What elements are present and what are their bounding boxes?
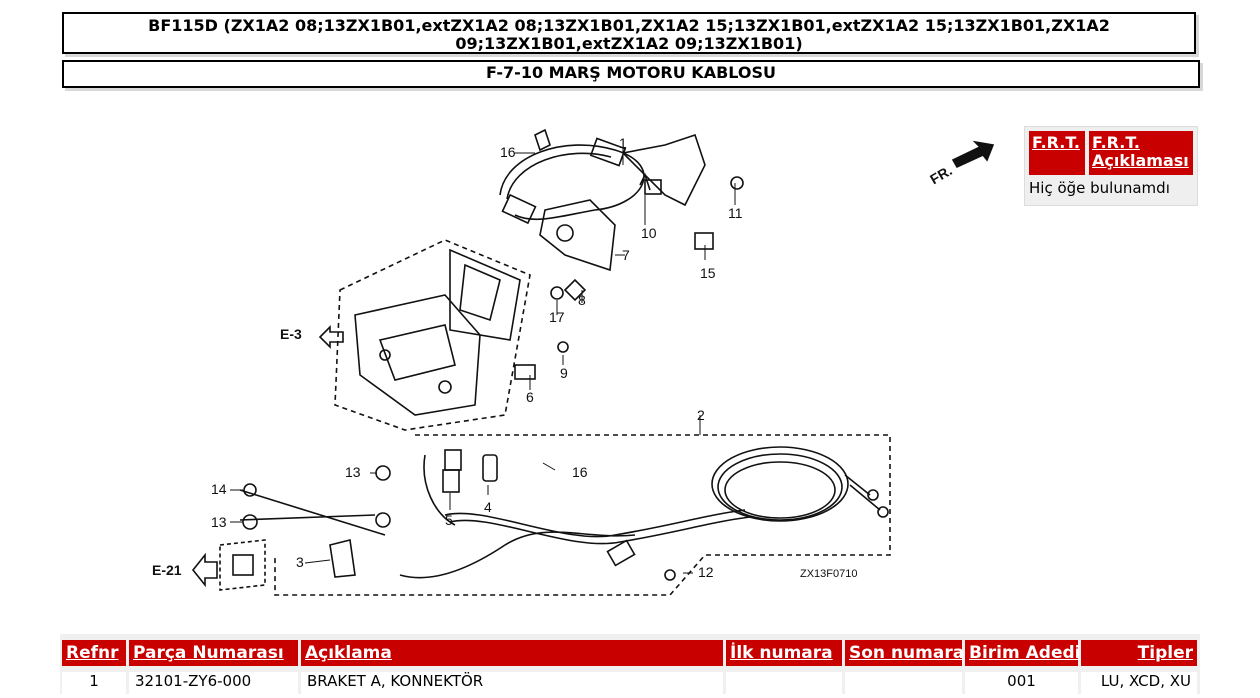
callout-3: 3: [296, 554, 304, 570]
col-header-types[interactable]: Tipler: [1081, 640, 1197, 666]
callout-9: 9: [560, 365, 568, 381]
callout-8: 8: [578, 292, 586, 308]
callout-11: 11: [728, 205, 743, 221]
harness-upper: [499, 128, 706, 272]
callout-13b: 13: [211, 514, 227, 530]
parts-table: Refnr Parça Numarası Açıklama İlk numara…: [60, 634, 1200, 698]
callout-5: 5: [445, 512, 453, 528]
callout-15: 15: [700, 265, 716, 281]
ref-e21: E-21: [152, 562, 182, 578]
cell-part-number[interactable]: 32101-ZY6-000: [129, 672, 298, 698]
cell-unit-qty: 001: [965, 672, 1078, 698]
section-title: F-7-10 MARŞ MOTORU KABLOSU: [62, 60, 1200, 88]
leader-lines: [230, 147, 736, 574]
col-header-part-number[interactable]: Parça Numarası: [129, 640, 298, 666]
callout-10: 10: [641, 225, 657, 241]
col-header-first-number[interactable]: İlk numara: [726, 640, 842, 666]
cell-description: BRAKET A, KONNEKTÖR: [301, 672, 723, 698]
model-title-line2: 09;13ZX1B01,extZX1A2 09;13ZX1B01): [455, 34, 803, 53]
col-header-refnr[interactable]: Refnr: [62, 640, 126, 666]
frt-desc-line1: F.R.T.: [1092, 133, 1140, 152]
parts-diagram: 16 1 11 10 7 15 8 17 9 6 2 16 13 14 13 5…: [152, 128, 995, 596]
cell-refnr: 1: [62, 672, 126, 698]
cell-first-number: [726, 672, 842, 698]
callout-13a: 13: [345, 464, 361, 480]
frt-header-link[interactable]: F.R.T.: [1029, 131, 1085, 175]
reference-arrows: [191, 140, 995, 588]
model-title-box: BF115D (ZX1A2 08;13ZX1B01,extZX1A2 08;13…: [62, 12, 1196, 54]
col-header-last-number[interactable]: Son numara: [845, 640, 964, 666]
frt-desc-line2: Açıklaması: [1092, 151, 1189, 170]
callout-labels: 16 1 11 10 7 15 8 17 9 6 2 16 13 14 13 5…: [152, 135, 955, 580]
callout-2: 2: [697, 407, 705, 423]
ref-fr: FR.: [927, 162, 955, 187]
callout-17: 17: [549, 309, 565, 325]
callout-7: 7: [622, 247, 630, 263]
diagram-code: ZX13F0710: [800, 568, 857, 580]
callout-16a: 16: [500, 144, 516, 160]
model-title-line1: BF115D (ZX1A2 08;13ZX1B01,extZX1A2 08;13…: [148, 16, 1110, 35]
callout-6: 6: [526, 389, 534, 405]
callout-12: 12: [698, 564, 714, 580]
bracket-assembly: [334, 176, 744, 431]
harness-lower: [219, 434, 891, 596]
col-header-description[interactable]: Açıklama: [301, 640, 723, 666]
frt-description-header-link[interactable]: F.R.T. Açıklaması: [1089, 131, 1193, 175]
cell-last-number: [845, 672, 962, 698]
col-header-unit-qty[interactable]: Birim Adedi: [965, 640, 1080, 666]
ref-e3: E-3: [280, 326, 302, 342]
cell-types: LU, XCD, XU: [1081, 672, 1197, 698]
callout-16b: 16: [572, 464, 588, 480]
callout-1: 1: [619, 135, 627, 151]
callout-4: 4: [484, 499, 492, 515]
frt-panel: F.R.T. F.R.T. Açıklaması Hiç öğe bulunam…: [1024, 126, 1198, 206]
frt-empty-message: Hiç öğe bulunamdı: [1029, 179, 1170, 197]
callout-14: 14: [211, 481, 227, 497]
